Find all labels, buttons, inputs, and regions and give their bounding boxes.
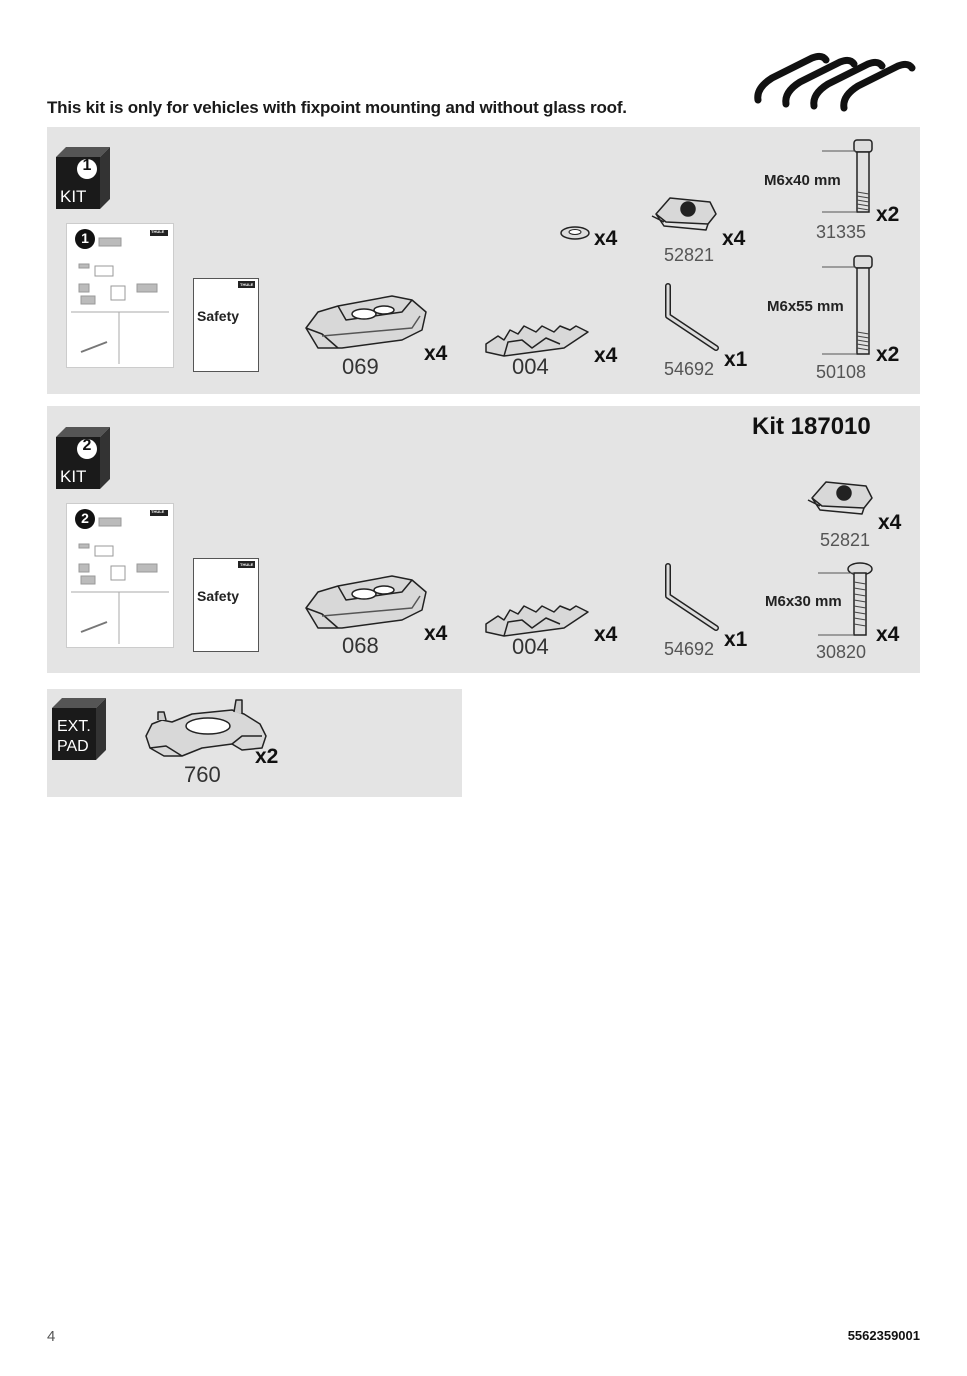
- page-headline: This kit is only for vehicles with fixpo…: [47, 98, 627, 117]
- kit2-safety-document: THULE Safety: [193, 558, 259, 652]
- ext-pad-part-760-qty: x2: [255, 745, 279, 768]
- ext-pad-badge: [52, 698, 106, 760]
- kit2-panel: [47, 406, 920, 673]
- ext-pad-760-illustration: [145, 699, 267, 757]
- clip-52821-kit2-illustration: [807, 481, 873, 515]
- kit2-part-54692-label: 54692: [664, 639, 715, 659]
- washer-illustration: [560, 226, 590, 240]
- kit1-part-54692-label: 54692: [664, 359, 715, 379]
- kit1-part-52821-label: 52821: [664, 245, 715, 265]
- bolt-50108-illustration: [822, 255, 873, 355]
- clip-52821-illustration: [651, 197, 717, 231]
- kit2-part-068-qty: x4: [424, 622, 448, 645]
- kit2-manual-number: 2: [81, 510, 89, 526]
- ext-pad-badge-line2: PAD: [57, 738, 89, 755]
- bracket-004-illustration: [485, 325, 589, 357]
- kit2-manual-brand: THULE: [151, 509, 165, 514]
- kit2-part-068-label: 068: [342, 633, 379, 658]
- ext-pad-part-760-label: 760: [184, 762, 221, 787]
- allen-key-54692-kit2-illustration: [665, 563, 719, 631]
- kit1-safety-brand: THULE: [238, 281, 256, 288]
- roof-bars-illustration: [754, 52, 916, 112]
- document-number: 5562359001: [847, 1328, 920, 1343]
- bolt-30820-illustration: [818, 562, 873, 636]
- bolt-31335-illustration: [822, 139, 873, 213]
- kit1-part-31335-qty: x2: [876, 203, 900, 226]
- foot-pad-069-illustration: [305, 295, 427, 349]
- kit1-safety-label: Safety: [197, 308, 240, 324]
- kit1-part-069-qty: x4: [424, 342, 448, 365]
- kit1-badge-number: 1: [82, 157, 92, 174]
- kit2-part-52821-qty: x4: [878, 511, 902, 534]
- kit1-part-54692-qty: x1: [724, 348, 748, 371]
- kit1-washer-qty: x4: [594, 227, 618, 250]
- kit1-part-004-label: 004: [512, 354, 549, 379]
- kit1-manual-number-circle: [75, 229, 95, 249]
- kit1-badge-text: KIT: [60, 187, 87, 206]
- kit1-part-069-label: 069: [342, 354, 379, 379]
- kit1-part-52821-qty: x4: [722, 227, 746, 250]
- kit2-part-54692-qty: x1: [724, 628, 748, 651]
- kit1-part-31335-label: 31335: [816, 222, 867, 242]
- kit2-part-004-label: 004: [512, 634, 549, 659]
- kit1-part-50108-label: 50108: [816, 362, 867, 382]
- kit2-part-30820-label: 30820: [816, 642, 867, 662]
- kit2-part-004-qty: x4: [594, 623, 618, 646]
- allen-key-54692-illustration: [665, 283, 719, 351]
- kit2-safety-brand: THULE: [238, 561, 256, 568]
- kit1-manual-number: 1: [81, 230, 89, 246]
- kit2-safety-label: Safety: [197, 588, 240, 604]
- kit2-part-30820-qty: x4: [876, 623, 900, 646]
- kit2-title: Kit 187010: [752, 413, 871, 440]
- kit2-badge-number: 2: [82, 437, 92, 454]
- kit2-manual-number-circle: [75, 509, 95, 529]
- kit1-part-50108-qty: x2: [876, 343, 900, 366]
- foot-pad-068-illustration: [305, 575, 427, 629]
- kit2-badge: [56, 427, 110, 489]
- ext-pad-badge-line1: EXT.: [57, 718, 91, 735]
- kit1-manual-brand: THULE: [151, 229, 165, 234]
- kit2-part-52821-label: 52821: [820, 530, 871, 550]
- kit2-bolt-30820-dim: M6x30 mm: [765, 593, 842, 610]
- kit1-bolt-50108-dim: M6x55 mm: [767, 298, 844, 315]
- kit1-badge: [56, 147, 110, 209]
- kit1-panel: [47, 127, 920, 394]
- bracket-004-kit2-illustration: [485, 605, 589, 637]
- kit1-part-004-qty: x4: [594, 344, 618, 367]
- kit2-badge-text: KIT: [60, 467, 87, 486]
- kit1-safety-document: THULE Safety: [193, 278, 259, 372]
- kit1-bolt-31335-dim: M6x40 mm: [764, 172, 841, 189]
- page-number: 4: [47, 1328, 56, 1345]
